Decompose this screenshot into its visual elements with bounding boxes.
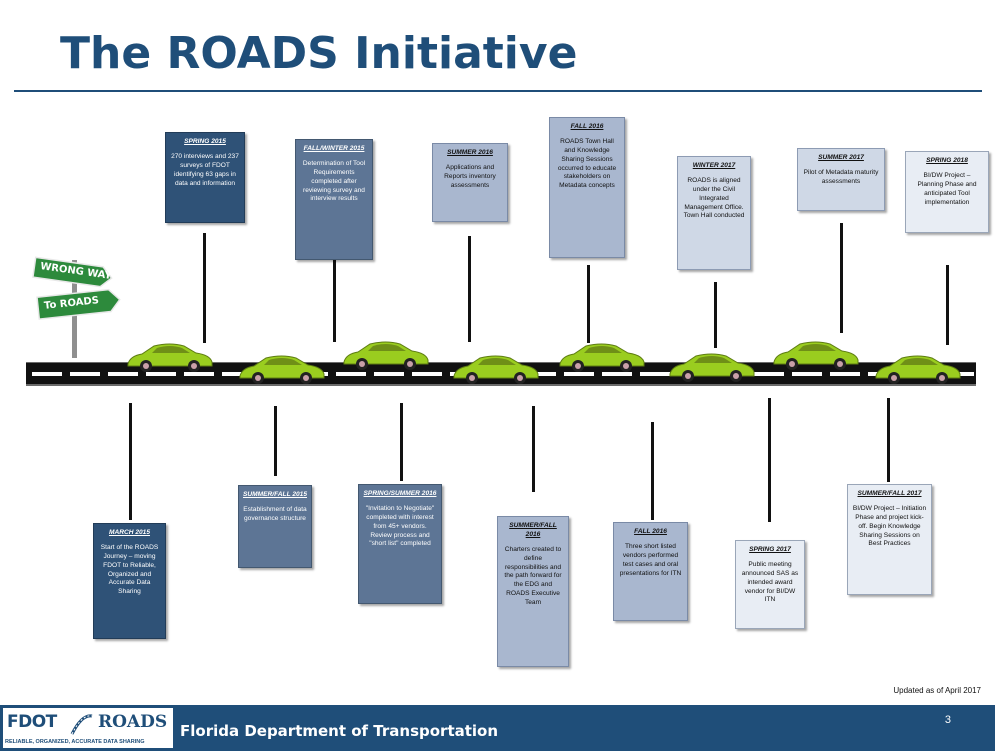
road-lane-dash: [32, 372, 62, 376]
road-lane-dash: [222, 372, 252, 376]
connector-line: [768, 398, 771, 522]
connector-line: [840, 223, 843, 333]
road-lane-dash: [146, 372, 176, 376]
car-icon: [669, 353, 755, 382]
car-icon: [343, 341, 429, 370]
road-lane-dash: [336, 372, 366, 376]
logo-roads-text: ROADS: [98, 712, 168, 732]
milestone-card-summer-fall-2015: SUMMER/FALL 2015 Establishment of data g…: [238, 485, 312, 568]
road-lane-dash: [602, 372, 632, 376]
connector-line: [946, 265, 949, 345]
connector-line: [333, 260, 336, 342]
milestone-card-winter-2017: WINTER 2017 ROADS is aligned under the C…: [677, 156, 751, 270]
connector-line: [274, 406, 277, 476]
road-lane-dash: [640, 372, 670, 376]
road-curve-icon: [70, 714, 93, 735]
connector-line: [587, 265, 590, 343]
car-icon: [773, 341, 859, 370]
connector-line: [400, 403, 403, 481]
road-lane-dash: [754, 372, 784, 376]
page-number: 3: [944, 714, 951, 726]
milestone-card-summer-fall-2017: SUMMER/FALL 2017 BI/DW Project – Initiat…: [847, 484, 932, 595]
updated-note: Updated as of April 2017: [893, 686, 981, 695]
road-edge-bottom: [26, 384, 976, 386]
milestone-card-spring-summer-2016: SPRING/SUMMER 2016 "Invitation to Negoti…: [358, 484, 442, 604]
milestone-card-march-2015: MARCH 2015 Start of the ROADS Journey – …: [93, 523, 166, 639]
connector-line: [532, 406, 535, 492]
road-lane-dash: [526, 372, 556, 376]
milestone-card-summer-fall-2016: SUMMER/FALL 2016 Charters created to def…: [497, 516, 569, 667]
milestone-card-fall-winter-2015: FALL/WINTER 2015 Determination of Tool R…: [295, 139, 373, 260]
milestone-card-spring-2018: SPRING 2018 BI/DW Project – Planning Pha…: [905, 151, 989, 233]
connector-line: [887, 398, 890, 482]
footer-org-name: Florida Department of Transportation: [180, 722, 499, 740]
road-lane-dash: [108, 372, 138, 376]
milestone-card-spring-2017: SPRING 2017 Public meeting announced SAS…: [735, 540, 805, 629]
road-lane-dash: [412, 372, 442, 376]
wrong-way-sign-icon: [32, 256, 121, 358]
road-lane-dash: [374, 372, 404, 376]
title-divider: [14, 90, 982, 92]
milestone-card-summer-2017: SUMMER 2017 Pilot of Metadata maturity a…: [797, 148, 885, 211]
car-icon: [127, 343, 213, 372]
car-icon: [559, 343, 645, 372]
milestone-card-spring-2015: SPRING 2015 270 interviews and 237 surve…: [165, 132, 245, 223]
connector-line: [714, 282, 717, 348]
milestone-card-summer-2016-top: SUMMER 2016 Applications and Reports inv…: [432, 143, 508, 222]
connector-line: [468, 236, 471, 342]
road-lane-dash: [184, 372, 214, 376]
car-icon: [239, 355, 325, 384]
logo-tagline: RELIABLE, ORGANIZED, ACCURATE DATA SHARI…: [5, 739, 145, 745]
car-icon: [875, 355, 961, 384]
milestone-card-fall-2016-bottom: FALL 2016 Three short listed vendors per…: [613, 522, 688, 621]
road-lane-dash: [792, 372, 822, 376]
slide-title: The ROADS Initiative: [60, 28, 578, 79]
logo-fdot-text: FDOT: [7, 712, 57, 732]
car-icon: [453, 355, 539, 384]
milestone-card-fall-2016-top: FALL 2016 ROADS Town Hall and Knowledge …: [549, 117, 625, 258]
road-lane-dash: [564, 372, 594, 376]
road-lane-dash: [70, 372, 100, 376]
connector-line: [651, 422, 654, 520]
road-lane-dash: [830, 372, 860, 376]
connector-line: [203, 233, 206, 343]
connector-line: [129, 403, 132, 520]
